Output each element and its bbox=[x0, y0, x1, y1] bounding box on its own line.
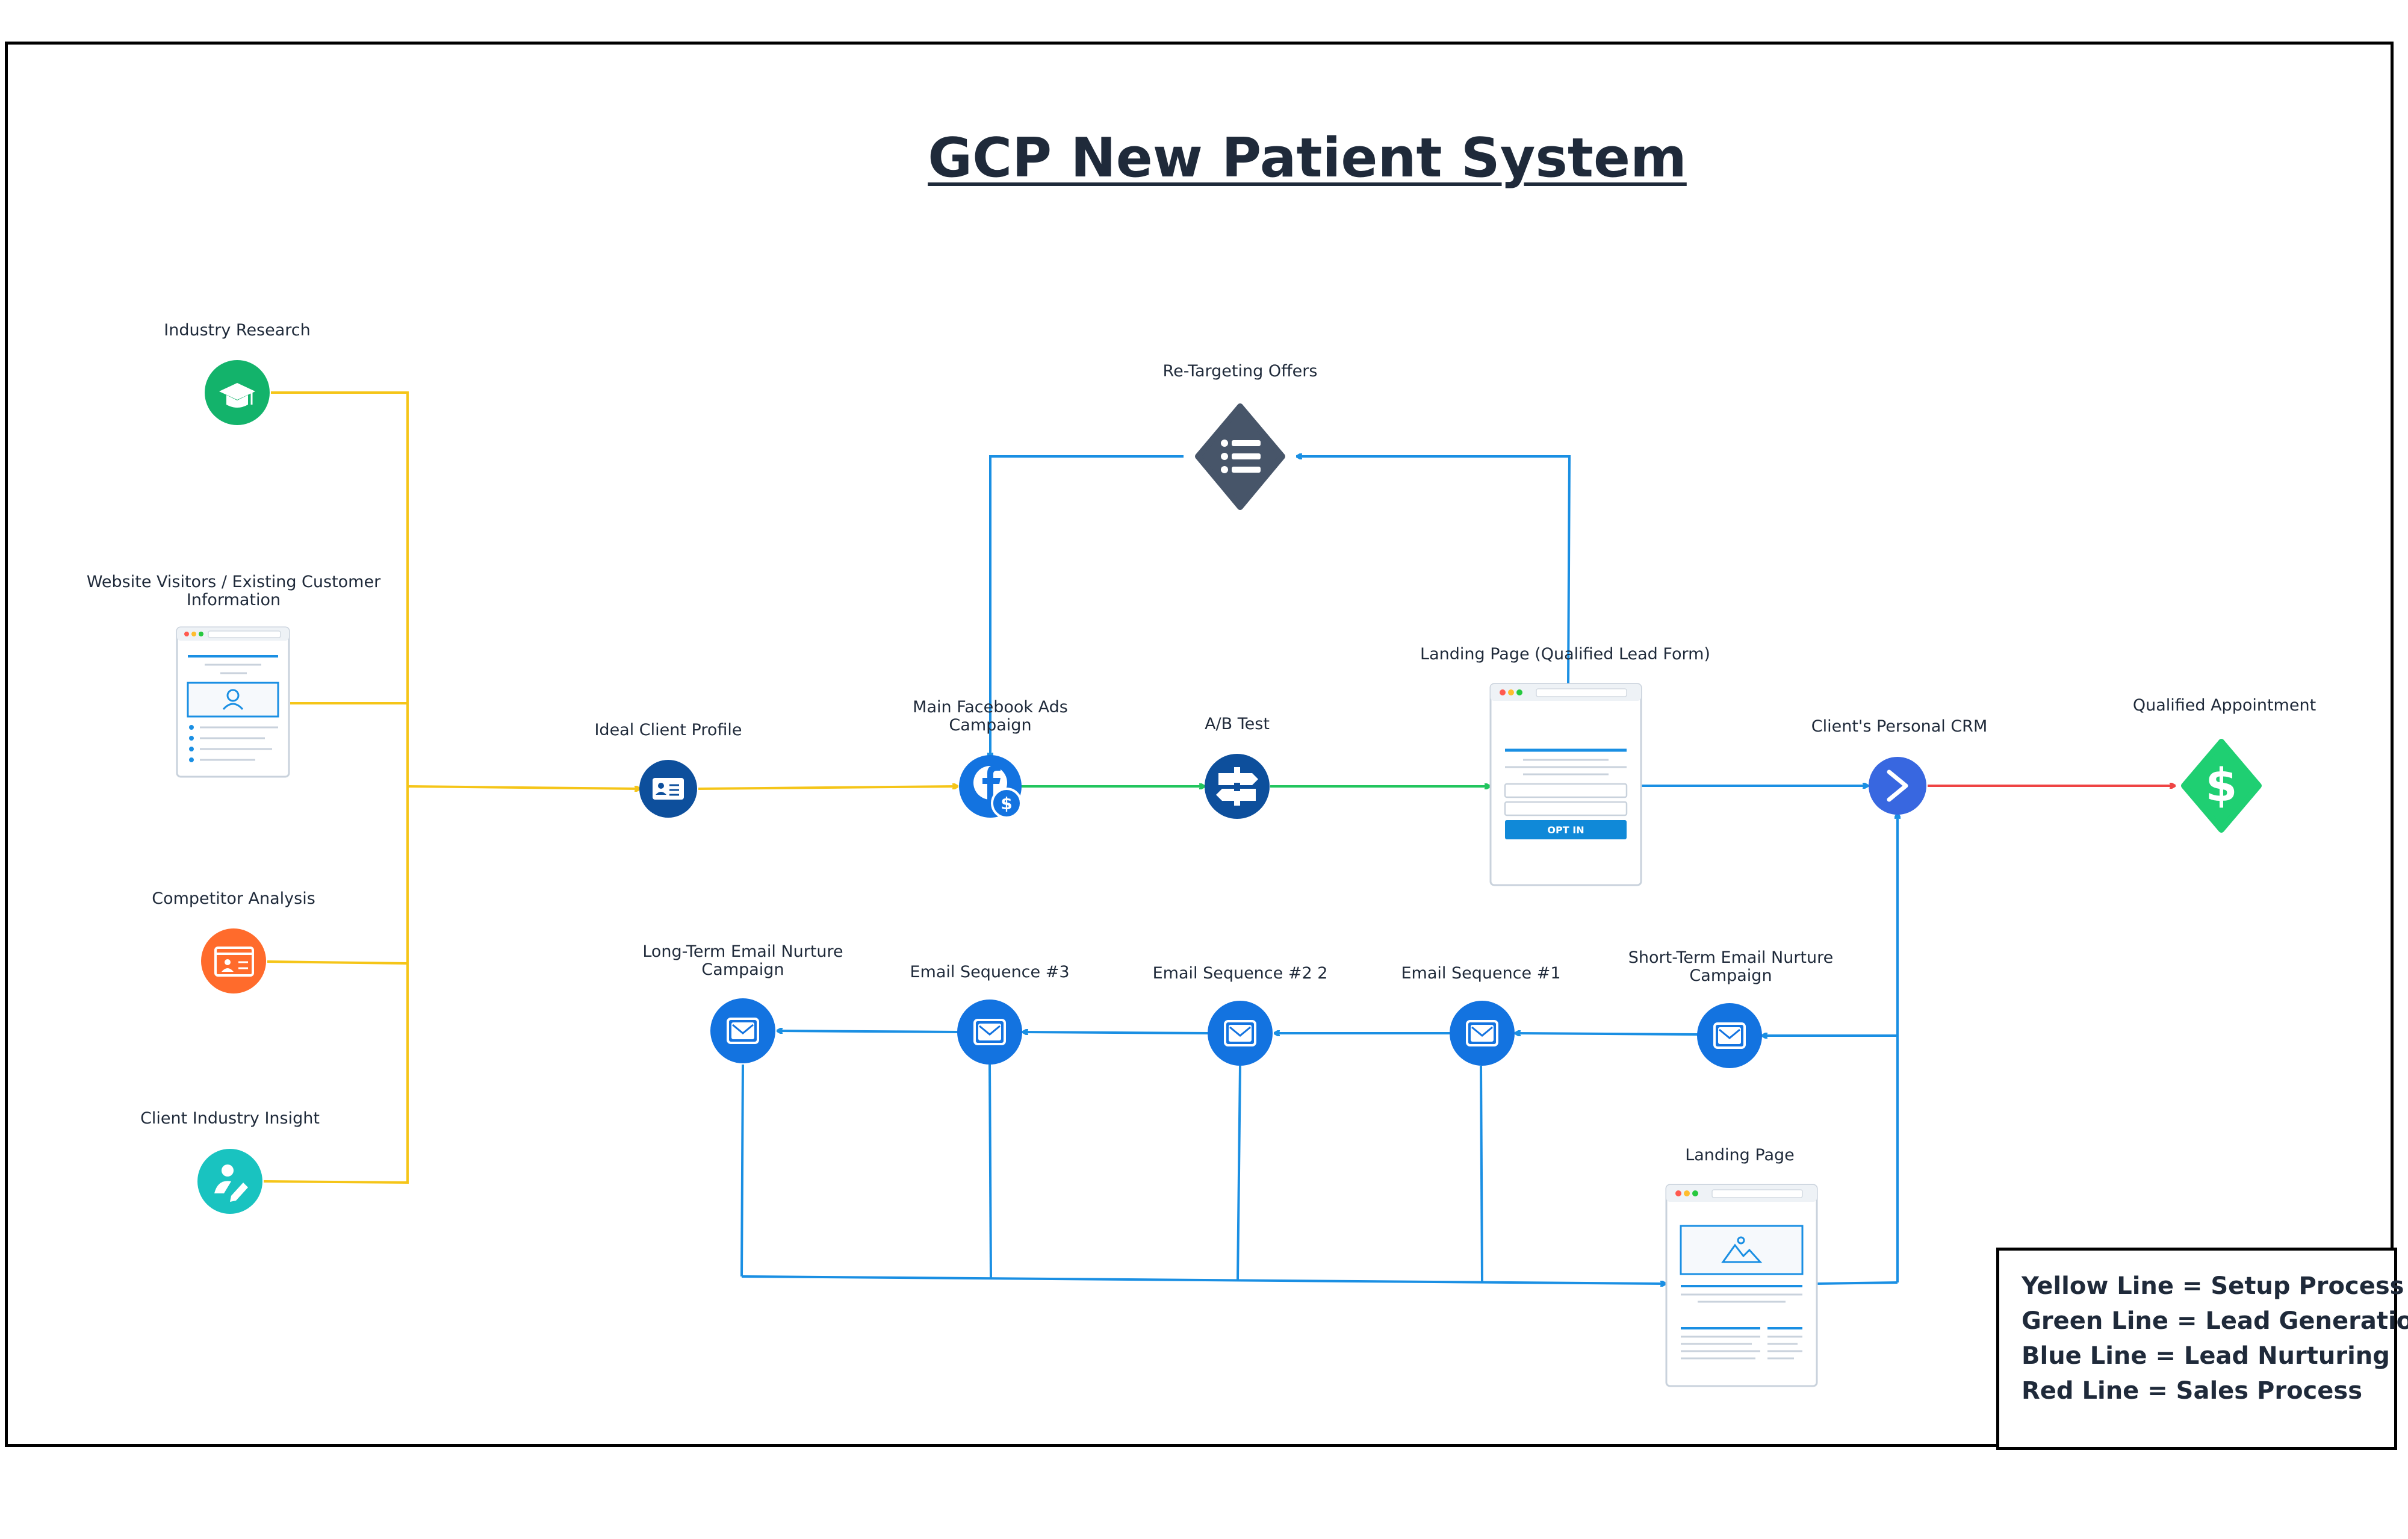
yellow-line-to-facebook-ads bbox=[698, 786, 957, 790]
graduation-cap-icon bbox=[205, 360, 270, 425]
svg-text:$: $ bbox=[2206, 758, 2238, 812]
blue-line-landing-to-crm bbox=[1815, 1281, 1898, 1285]
label-landing-page: Landing Page bbox=[1685, 1146, 1795, 1164]
landing-page-form-icon bbox=[1489, 683, 1642, 886]
customer-form-icon bbox=[176, 626, 290, 778]
user-edit-icon bbox=[197, 1149, 262, 1214]
label-website-visitors: Website Visitors / Existing Customer Inf… bbox=[86, 573, 381, 609]
page-title: GCP New Patient System bbox=[928, 126, 1687, 190]
email-seq-1-icon bbox=[1450, 1001, 1515, 1066]
label-email-seq-3: Email Sequence #3 bbox=[910, 963, 1070, 981]
label-landing-page-qualified: Landing Page (Qualified Lead Form) bbox=[1420, 645, 1710, 664]
label-clients-crm: Client's Personal CRM bbox=[1811, 717, 1988, 736]
label-long-term-nurture: Long-Term Email Nurture Campaign bbox=[642, 942, 843, 979]
id-card-icon bbox=[639, 760, 697, 818]
blue-line-long-term-down bbox=[740, 1064, 744, 1277]
list-icon bbox=[1195, 403, 1285, 510]
label-client-industry-insight: Client Industry Insight bbox=[140, 1109, 320, 1128]
yellow-line-to-ideal-client bbox=[407, 785, 639, 789]
blue-line-to-landing-page bbox=[741, 1275, 1665, 1284]
legend-red: Red Line = Sales Process bbox=[2022, 1377, 2363, 1405]
yellow-line-competitor-analysis bbox=[267, 960, 408, 965]
label-qualified-appointment: Qualified Appointment bbox=[2132, 696, 2316, 715]
label-email-seq-2: Email Sequence #2 2 bbox=[1152, 964, 1328, 983]
email-seq-3-icon bbox=[957, 1000, 1022, 1065]
blue-line-seq-3-down bbox=[988, 1064, 992, 1279]
yellow-line-client-insight bbox=[263, 786, 409, 1184]
diagram-frame bbox=[5, 42, 2394, 1447]
email-short-term-icon bbox=[1697, 1003, 1762, 1068]
label-competitor-analysis: Competitor Analysis bbox=[152, 889, 315, 908]
competitor-browser-icon bbox=[201, 928, 266, 993]
dollar-icon: $ bbox=[2181, 739, 2262, 833]
label-industry-research: Industry Research bbox=[164, 321, 311, 340]
blue-line-to-long-term bbox=[778, 1031, 959, 1032]
landing-page-icon bbox=[1665, 1184, 1818, 1387]
label-retargeting-offers: Re-Targeting Offers bbox=[1162, 362, 1318, 381]
label-short-term-nurture: Short-Term Email Nurture Campaign bbox=[1628, 948, 1834, 985]
label-facebook-ads: Main Facebook Ads Campaign bbox=[913, 698, 1068, 735]
svg-text:$: $ bbox=[1001, 794, 1012, 813]
facebook-ads-icon: $ bbox=[959, 755, 1022, 819]
legend-green: Green Line = Lead Generation bbox=[2022, 1307, 2408, 1335]
email-seq-2-icon bbox=[1208, 1001, 1273, 1066]
blue-line-seq-1-down bbox=[1480, 1065, 1483, 1282]
label-ab-test: A/B Test bbox=[1205, 715, 1270, 733]
legend-box: Yellow Line = Setup Process Green Line =… bbox=[1996, 1248, 2408, 1450]
blue-line-to-seq-1 bbox=[1516, 1033, 1698, 1034]
blue-line-landing-to-retargeting bbox=[1297, 456, 1571, 686]
crm-chevron-icon bbox=[1869, 757, 1926, 815]
opt-in-button-label: OPT IN bbox=[1547, 824, 1584, 836]
legend-yellow: Yellow Line = Setup Process bbox=[2022, 1272, 2404, 1300]
blue-line-retargeting-to-facebook bbox=[990, 455, 1184, 757]
blue-line-to-seq-3 bbox=[1023, 1032, 1209, 1033]
email-long-term-icon bbox=[710, 998, 775, 1063]
label-email-seq-1: Email Sequence #1 bbox=[1401, 964, 1561, 983]
label-ideal-client-profile: Ideal Client Profile bbox=[594, 721, 742, 739]
yellow-line-industry-research bbox=[271, 391, 409, 786]
signpost-icon bbox=[1205, 754, 1270, 819]
legend-blue: Blue Line = Lead Nurturing bbox=[2022, 1342, 2390, 1370]
blue-line-seq-2-down bbox=[1237, 1065, 1241, 1281]
